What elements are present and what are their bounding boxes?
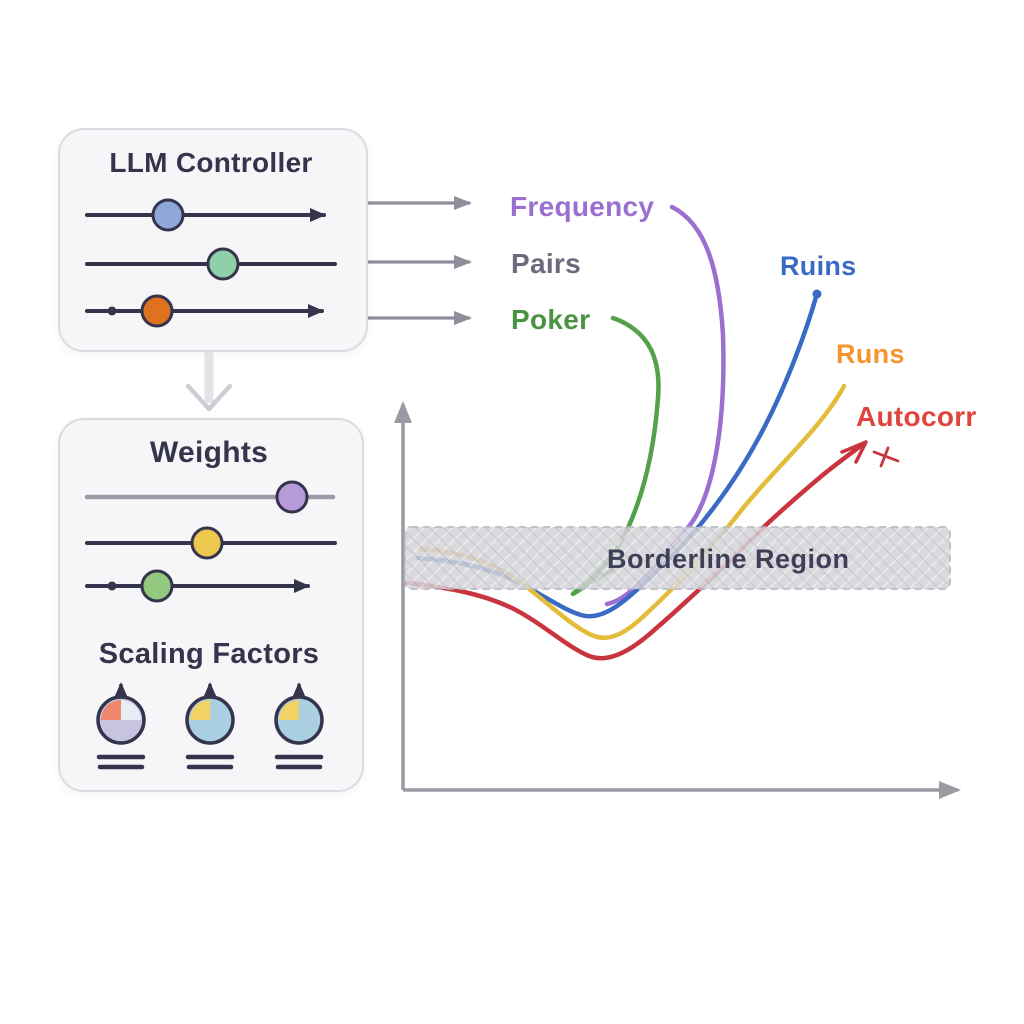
autocorr-curve-label: Autocorr (856, 401, 977, 432)
llm-controller-title: LLM Controller (109, 147, 313, 178)
autocorr-scribble-icon (872, 446, 900, 468)
poker-label: Poker (511, 304, 591, 335)
runs-curve-label: Runs (836, 339, 905, 369)
down-arrow-icon (185, 352, 233, 412)
pairs-label: Pairs (511, 248, 581, 279)
scaling-factors-title: Scaling Factors (98, 638, 320, 670)
autocorr-arrowhead-icon (840, 440, 868, 464)
weights-panel (58, 418, 364, 792)
borderline-region-label: Borderline Region (607, 544, 850, 574)
weights-title: Weights (149, 436, 269, 469)
ruins-curve-end-dot (812, 289, 822, 299)
frequency-label: Frequency (510, 191, 655, 222)
chart-axes (394, 401, 961, 799)
runs-curve (417, 383, 847, 641)
ruins-curve-label: Ruins (780, 251, 857, 281)
